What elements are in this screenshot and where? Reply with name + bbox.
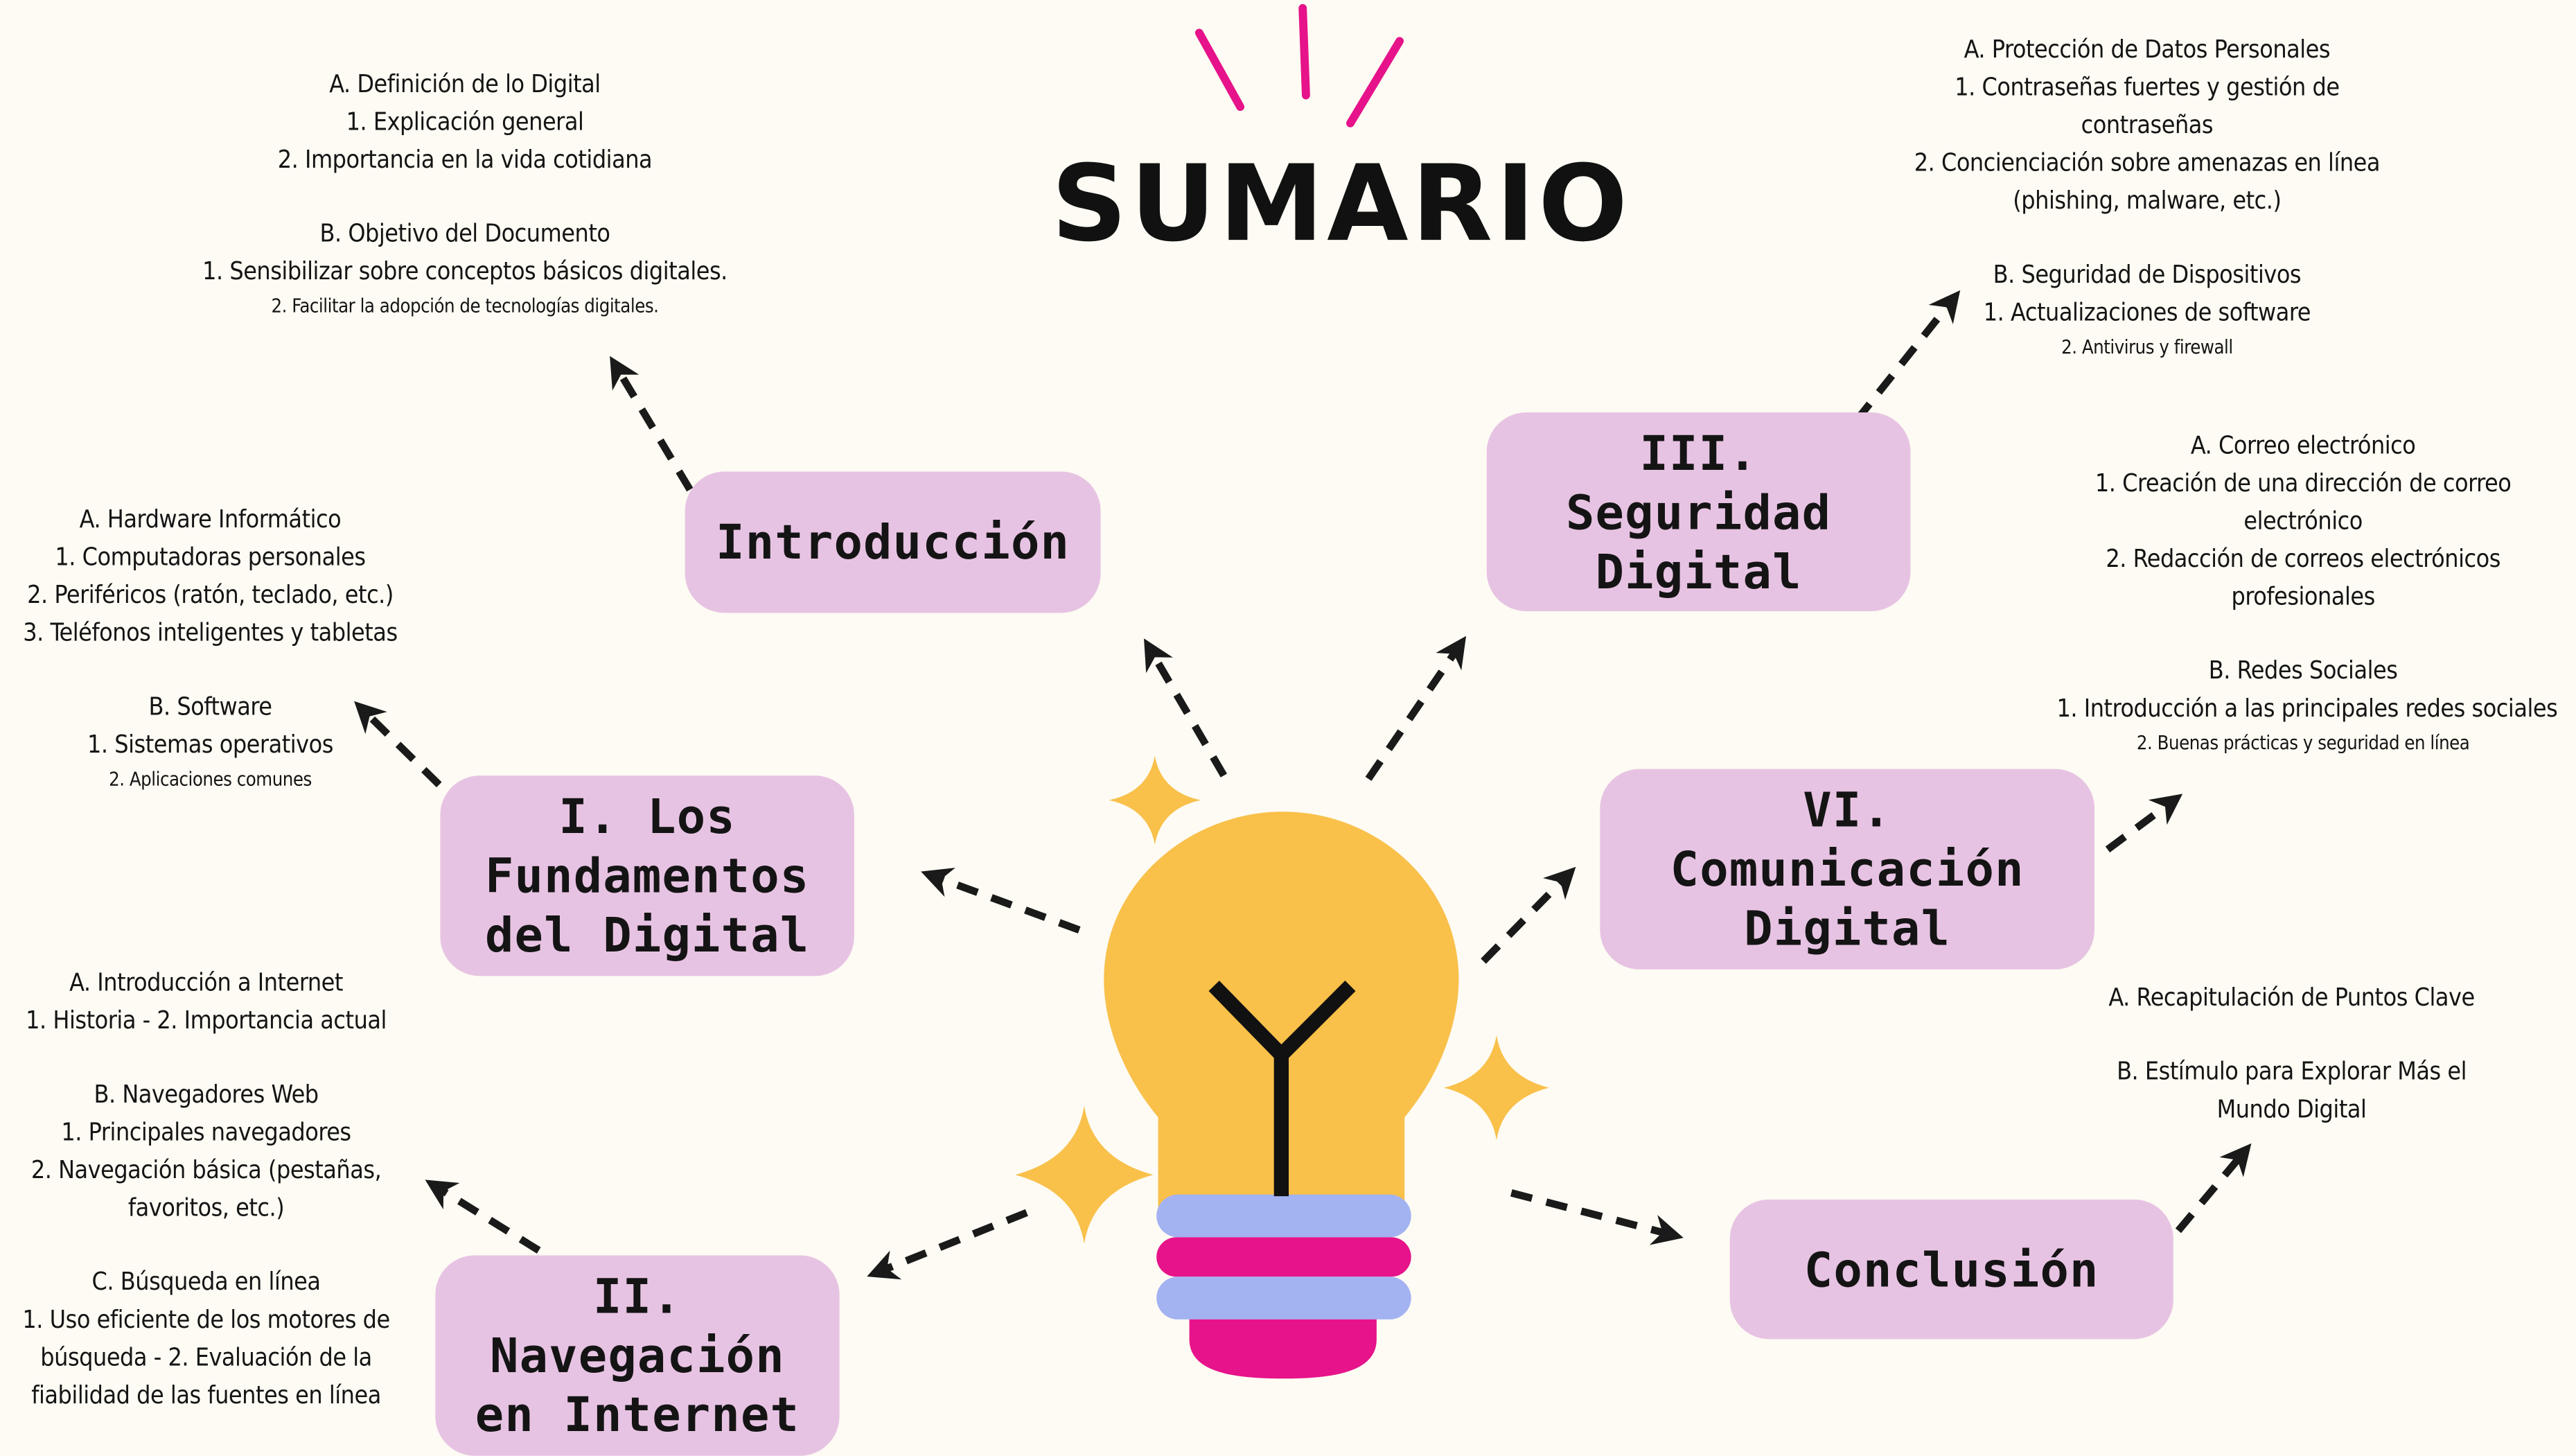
arrow-introduccion-notes bbox=[610, 356, 694, 492]
note-item: 1. Uso eficiente de los motores de búsqu… bbox=[22, 1304, 390, 1410]
note-item: 1. Contraseñas fuertes y gestión de cont… bbox=[1955, 72, 2340, 140]
note-item: 3. Teléfonos inteligentes y tabletas bbox=[23, 617, 398, 648]
note-item: 1. Computadoras personales bbox=[55, 542, 366, 572]
note-item: 1. Sensibilizar sobre conceptos básicos … bbox=[202, 256, 727, 286]
notes-fundamentos: A. Hardware Informático 1. Computadoras … bbox=[0, 501, 421, 795]
title-accent-strokes bbox=[1194, 3, 1404, 128]
arrow-to-comunicacion bbox=[1481, 866, 1576, 964]
note-item: 2. Redacción de correos electrónicos pro… bbox=[2106, 543, 2500, 612]
note-item: 2. Importancia en la vida cotidiana bbox=[277, 144, 653, 175]
notes-navegacion: A. Introducción a Internet 1. Historia -… bbox=[13, 965, 399, 1415]
note-item: 1. Principales navegadores bbox=[61, 1117, 351, 1147]
note-item: 1. Actualizaciones de software bbox=[1983, 297, 2311, 327]
note-item: 2. Buenas prácticas y seguridad en línea bbox=[2136, 731, 2470, 755]
note-item: 1. Explicación general bbox=[346, 107, 584, 137]
note-heading: B. Navegadores Web bbox=[94, 1079, 319, 1109]
box-navegacion-internet: II. Navegación en Internet bbox=[435, 1255, 840, 1456]
note-item: 1. Introducción a las principales redes … bbox=[2056, 693, 2558, 723]
box-comunicacion-digital: VI. Comunicación Digital bbox=[1600, 769, 2095, 970]
note-heading: B. Seguridad de Dispositivos bbox=[1993, 259, 2302, 290]
sparkle-icon bbox=[1444, 1035, 1549, 1141]
sparkle-icon bbox=[1109, 755, 1201, 845]
note-item: 1. Creación de una dirección de correo e… bbox=[2094, 468, 2512, 536]
arrow-seguridad-notes bbox=[1853, 290, 1961, 423]
note-item: 2. Facilitar la adopción de tecnologías … bbox=[271, 294, 659, 317]
page-title: SUMARIO bbox=[1051, 144, 1631, 267]
box-seguridad-digital: III. Seguridad Digital bbox=[1486, 412, 1911, 612]
note-heading: A. Protección de Datos Personales bbox=[1964, 34, 2331, 64]
arrow-conclusion-notes bbox=[2175, 1143, 2252, 1234]
arrow-to-introduccion bbox=[1144, 638, 1228, 778]
note-heading: A. Hardware Informático bbox=[79, 504, 342, 534]
arrow-comunicacion-notes bbox=[2105, 793, 2183, 853]
note-item: 1. Historia - 2. Importancia actual bbox=[26, 1006, 387, 1035]
box-fundamentos-digital: I. Los Fundamentos del Digital bbox=[440, 775, 854, 976]
note-heading: A. Introducción a Internet bbox=[69, 967, 343, 998]
arrow-fundamentos-notes bbox=[354, 701, 468, 813]
arrow-to-conclusion bbox=[1510, 1189, 1684, 1245]
note-heading: B. Redes Sociales bbox=[2208, 656, 2398, 685]
sparkle-icon bbox=[1015, 1105, 1154, 1244]
notes-introduccion: A. Definición de lo Digital 1. Explicaci… bbox=[177, 66, 752, 322]
connector-arrows bbox=[354, 290, 2252, 1280]
note-item: 2. Concienciación sobre amenazas en líne… bbox=[1914, 148, 2381, 216]
arrow-to-fundamentos bbox=[921, 868, 1081, 933]
note-heading: A. Definición de lo Digital bbox=[329, 69, 601, 99]
notes-conclusion: A. Recapitulación de Puntos Clave B. Est… bbox=[2094, 979, 2489, 1129]
note-item: 1. Sistemas operativos bbox=[87, 729, 333, 760]
notes-seguridad: A. Protección de Datos Personales 1. Con… bbox=[1909, 31, 2385, 363]
note-heading: C. Búsqueda en línea bbox=[91, 1267, 321, 1297]
notes-comunicacion: A. Correo electrónico 1. Creación de una… bbox=[2056, 427, 2558, 759]
box-introduccion: Introducción bbox=[685, 471, 1101, 613]
note-item: 2. Aplicaciones comunes bbox=[109, 767, 312, 791]
note-item: 2. Navegación básica (pestañas, favorito… bbox=[30, 1155, 382, 1223]
arrow-to-navegacion bbox=[867, 1209, 1028, 1280]
note-heading: A. Correo electrónico bbox=[2190, 430, 2416, 460]
arrow-navegacion-notes bbox=[425, 1179, 541, 1254]
sparkle-icons bbox=[1015, 755, 1549, 1244]
lightbulb-icon bbox=[1104, 812, 1459, 1379]
note-item: 2. Antivirus y firewall bbox=[2061, 335, 2233, 358]
arrow-to-seguridad bbox=[1365, 635, 1467, 781]
note-item: 2. Periféricos (ratón, teclado, etc.) bbox=[27, 579, 394, 610]
box-conclusion: Conclusión bbox=[1729, 1199, 2173, 1340]
note-heading: B. Objetivo del Documento bbox=[319, 218, 610, 249]
note-heading: B. Software bbox=[148, 692, 272, 721]
note-heading: B. Estímulo para Explorar Más el Mundo D… bbox=[2117, 1056, 2467, 1124]
note-heading: A. Recapitulación de Puntos Clave bbox=[2108, 982, 2475, 1012]
